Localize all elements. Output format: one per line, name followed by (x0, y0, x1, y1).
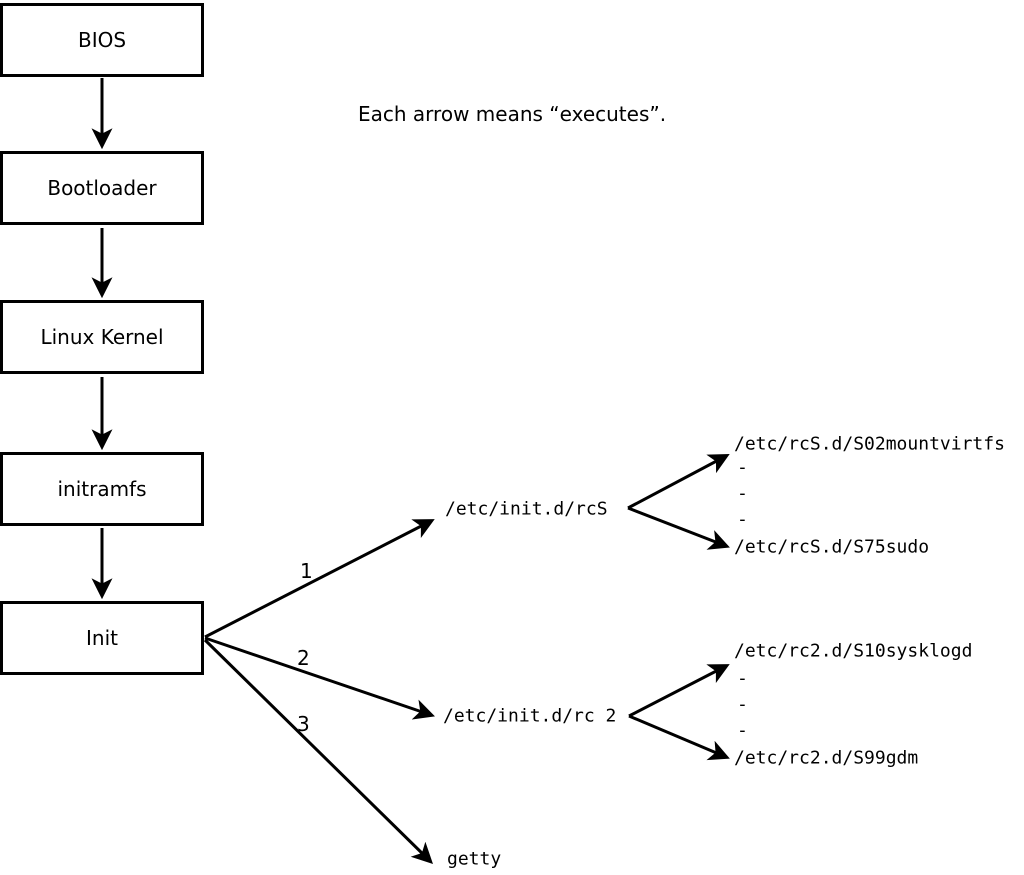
rcS-script-ellipsis: - - - (737, 457, 748, 530)
node-bios: BIOS (0, 3, 204, 77)
node-linux-kernel-label: Linux Kernel (40, 325, 164, 349)
node-bootloader-label: Bootloader (47, 176, 157, 200)
arrow-init-to-rcS (204, 519, 435, 639)
arrow-rc2-to-first (628, 664, 730, 718)
arrow-rcS-to-first (627, 454, 730, 510)
arrow-init-to-getty (203, 638, 433, 864)
rc2-script-last: /etc/rc2.d/S99gdm (734, 747, 919, 769)
arrow-init-to-rc2 (204, 636, 435, 720)
node-initramfs: initramfs (0, 452, 204, 526)
rc2-script-ellipsis: - - - (737, 668, 748, 741)
arrow-label-1: 1 (300, 559, 313, 583)
arrow-rc2-to-last (628, 714, 730, 761)
legend-note: Each arrow means “executes”. (358, 102, 667, 126)
rc2-script-first: /etc/rc2.d/S10sysklogd (734, 640, 973, 662)
arrow-rcS-to-last (627, 506, 730, 550)
target-rc2-label: /etc/init.d/rc 2 (443, 705, 617, 727)
rcS-script-last: /etc/rcS.d/S75sudo (734, 536, 930, 558)
rcS-script-first: /etc/rcS.d/S02mountvirtfs (734, 433, 1005, 455)
node-init-label: Init (86, 626, 118, 650)
target-getty-label: getty (447, 848, 502, 870)
node-initramfs-label: initramfs (57, 477, 147, 501)
node-bios-label: BIOS (77, 28, 127, 52)
node-init: Init (0, 601, 204, 675)
node-linux-kernel: Linux Kernel (0, 300, 204, 374)
arrow-label-3: 3 (297, 712, 310, 736)
node-bootloader: Bootloader (0, 151, 204, 225)
arrow-label-2: 2 (297, 646, 310, 670)
target-rcS-label: /etc/init.d/rcS (445, 498, 608, 520)
